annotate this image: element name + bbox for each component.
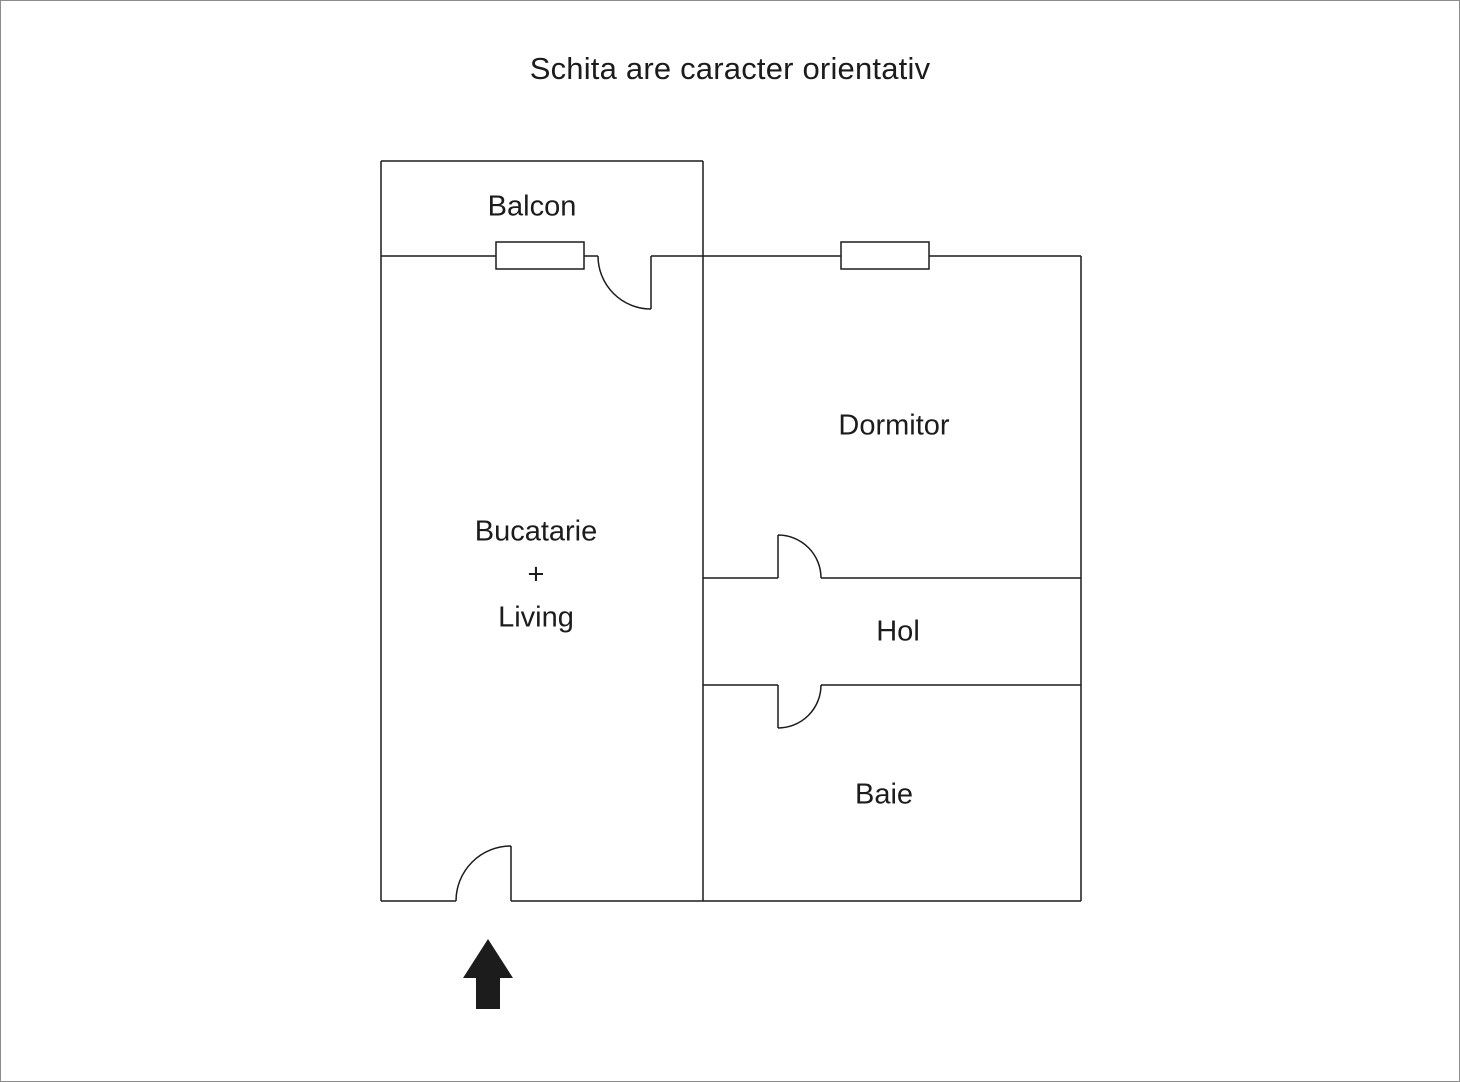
entrance-up-arrow-icon	[463, 939, 513, 1009]
room-label-hol: Hol	[876, 615, 920, 648]
page-title: Schita are caracter orientativ	[529, 51, 931, 86]
window-dormitor-icon	[840, 241, 930, 270]
door-balcony	[597, 255, 652, 310]
room-label-bucatarie-line1: Bucatarie	[474, 515, 598, 548]
room-label-balcon: Balcon	[487, 190, 577, 223]
door-baie	[777, 684, 822, 729]
door-entrance	[455, 845, 512, 902]
room-label-dormitor: Dormitor	[838, 409, 950, 442]
room-label-bucatarie-line3: Living	[498, 601, 574, 634]
room-label-bucatarie-living: Bucatarie + Living	[475, 511, 598, 640]
walls	[380, 160, 1082, 902]
window-living-icon	[495, 241, 585, 270]
room-label-bucatarie-line2: +	[527, 558, 545, 591]
door-dormitor	[777, 534, 822, 579]
room-label-baie: Baie	[854, 778, 914, 811]
